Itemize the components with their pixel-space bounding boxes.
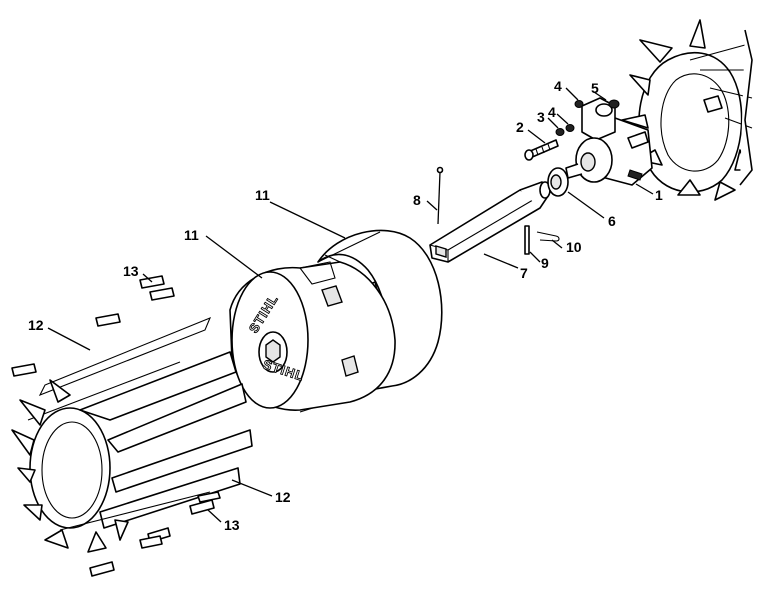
screw bbox=[524, 139, 559, 161]
flange bbox=[547, 167, 569, 197]
label-9: 9 bbox=[541, 255, 549, 271]
label-12b: 12 bbox=[275, 489, 291, 505]
washer-4b bbox=[574, 100, 584, 108]
label-8: 8 bbox=[413, 192, 421, 208]
loose-tines bbox=[11, 275, 221, 577]
nut-5 bbox=[608, 99, 620, 109]
label-7: 7 bbox=[520, 265, 528, 281]
washer-4a bbox=[565, 124, 575, 132]
label-13b: 13 bbox=[224, 517, 240, 533]
left-tine-rotor bbox=[11, 316, 253, 553]
washer-3 bbox=[555, 128, 565, 136]
spring-clip bbox=[536, 231, 560, 242]
front-drum: STIHL STIHL bbox=[229, 261, 396, 411]
label-6: 6 bbox=[608, 213, 616, 229]
label-12a: 12 bbox=[28, 317, 44, 333]
callout-labels: 1 2 3 4 4 5 6 7 8 9 10 11 11 12 12 13 13 bbox=[28, 78, 663, 533]
label-11a: 11 bbox=[255, 187, 270, 203]
retaining-pin bbox=[437, 171, 441, 225]
label-5: 5 bbox=[591, 80, 599, 96]
label-3: 3 bbox=[537, 109, 545, 125]
retaining-pin-head bbox=[436, 166, 444, 174]
label-11b: 11 bbox=[184, 227, 199, 243]
label-10: 10 bbox=[566, 239, 582, 255]
label-2: 2 bbox=[516, 119, 524, 135]
label-1: 1 bbox=[655, 187, 663, 203]
label-13a: 13 bbox=[123, 263, 139, 279]
bolt-pin bbox=[524, 225, 530, 255]
gearbox bbox=[565, 97, 653, 186]
label-4a: 4 bbox=[548, 104, 556, 120]
leader-lines bbox=[47, 87, 654, 523]
right-tine-rotor bbox=[621, 19, 753, 201]
hex-shaft bbox=[429, 181, 551, 263]
label-4b: 4 bbox=[554, 78, 562, 94]
